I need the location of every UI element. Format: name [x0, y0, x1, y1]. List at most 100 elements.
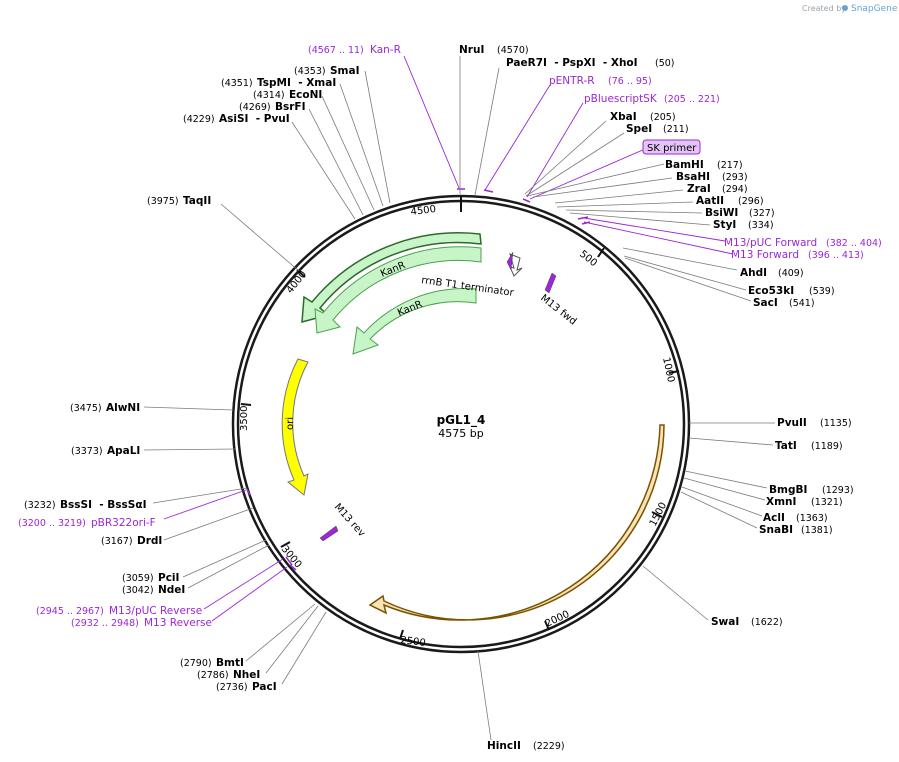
snapgene-logo-icon [842, 5, 848, 11]
enzyme-xmni[interactable]: XmnI [766, 496, 796, 508]
rrnb-purple-arrow[interactable] [506, 251, 514, 271]
enzyme-bmti-pos: (2790) [180, 658, 212, 669]
enzyme-alwni[interactable]: AlwNI [106, 402, 140, 414]
enzyme-paer7i-pspxi-xhoi[interactable]: PaeR7I - PspXI - XhoI [506, 57, 638, 69]
primer-m13puc-reverse-range: (2945 .. 2967) [36, 606, 104, 617]
enzyme-bsiwi-pos: (327) [749, 208, 775, 219]
tick-label-1000: 1000 [660, 356, 676, 383]
enzyme-nrui[interactable]: NruI [459, 44, 484, 56]
enzyme-smai[interactable]: SmaI [330, 65, 360, 77]
primer-kanr-range: (4567 .. 11) [308, 45, 364, 56]
enzyme-bamhi-pos: (217) [717, 160, 743, 171]
enzyme-eco53ki-pos: (539) [809, 286, 835, 297]
m13-fwd-marker[interactable] [544, 272, 557, 294]
primer-pbluescriptsk-name[interactable]: pBluescriptSK [584, 93, 658, 105]
enzyme-ahdi-pos: (409) [778, 268, 804, 279]
primer-m13-reverse-name[interactable]: M13 Reverse [144, 617, 212, 629]
primer-pentr-r-range: (76 .. 95) [608, 76, 652, 87]
kanr-feature-third[interactable] [352, 288, 477, 355]
enzyme-bmgbi-pos: (1293) [822, 485, 854, 496]
tick-label-4500: 4500 [410, 204, 437, 218]
credit-prefix: Created by [802, 4, 846, 13]
enzyme-pcii-pos: (3059) [122, 573, 154, 584]
enzyme-bsssi-pos: (3232) [24, 500, 56, 511]
enzyme-taqii[interactable]: TaqII [183, 195, 211, 207]
enzyme-styi[interactable]: StyI [713, 219, 736, 231]
enzyme-ndei-pos: (3042) [122, 585, 154, 596]
enzyme-xbai[interactable]: XbaI [610, 111, 637, 123]
enzyme-snabi[interactable]: SnaBI [759, 524, 793, 536]
sk-primer-badge[interactable] [642, 139, 701, 155]
ori-feature[interactable] [281, 358, 309, 496]
enzyme-tspmi-pos: (4351) [221, 78, 253, 89]
enzyme-bsrfi-pos: (4269) [239, 102, 271, 113]
orange-feature[interactable] [368, 424, 665, 621]
rrnb-terminator-marker[interactable] [509, 253, 523, 277]
enzyme-spei[interactable]: SpeI [626, 123, 652, 135]
enzyme-bamhi[interactable]: BamHI [665, 159, 704, 171]
enzyme-styi-pos: (334) [748, 220, 774, 231]
enzyme-paci[interactable]: PacI [252, 681, 277, 693]
enzyme-smai-pos: (4353) [294, 66, 326, 77]
enzyme-asisi-pos: (4229) [183, 114, 215, 125]
primer-m13-reverse-range: (2932 .. 2948) [71, 618, 139, 629]
enzyme-aatii[interactable]: AatII [696, 195, 724, 207]
enzyme-paci-pos: (2736) [216, 682, 248, 693]
primer-kanr-name[interactable]: Kan-R [370, 44, 401, 56]
kanr-feature-inner[interactable] [314, 246, 482, 334]
tick-label-500: 500 [577, 249, 599, 269]
enzyme-hincii[interactable]: HincII [487, 740, 521, 752]
primer-m13puc-reverse-name[interactable]: M13/pUC Reverse [109, 605, 202, 617]
enzyme-lines [143, 56, 775, 741]
enzyme-acli-pos: (1363) [796, 513, 828, 524]
enzyme-xbai-pos: (205) [650, 112, 676, 123]
scale-ticks [240, 196, 680, 640]
enzyme-eco53ki[interactable]: Eco53kI [748, 285, 794, 297]
plasmid-name: pGL1_4 [437, 413, 486, 428]
enzyme-bsssi-bsssai[interactable]: BssSI - BssSαI [60, 499, 146, 511]
enzyme-bsrfi[interactable]: BsrFI [275, 101, 306, 113]
enzyme-pvuii[interactable]: PvuII [777, 417, 807, 429]
enzyme-bmti[interactable]: BmtI [216, 657, 244, 669]
primer-m13-forward-name[interactable]: M13 Forward [731, 249, 799, 261]
enzyme-saci-pos: (541) [789, 298, 815, 309]
primer-lines [163, 55, 734, 622]
enzyme-pcii[interactable]: PciI [158, 572, 179, 584]
enzyme-zrai[interactable]: ZraI [687, 183, 711, 195]
enzyme-apali-pos: (3373) [71, 446, 103, 457]
enzyme-drdi[interactable]: DrdI [137, 535, 162, 547]
primer-m13puc-forward-range: (382 .. 404) [826, 238, 882, 249]
enzyme-bsahi[interactable]: BsaHI [676, 171, 710, 183]
enzyme-drdi-pos: (3167) [101, 536, 133, 547]
enzyme-econi[interactable]: EcoNI [289, 89, 322, 101]
enzyme-bsiwi[interactable]: BsiWI [705, 207, 738, 219]
primer-pbr322ori-f-range: (3200 .. 3219) [18, 518, 86, 529]
primer-pbr322ori-f-name[interactable]: pBR322ori-F [91, 517, 156, 529]
enzyme-tspmi-xmai[interactable]: TspMI - XmaI [257, 77, 336, 89]
enzyme-spei-pos: (211) [663, 124, 689, 135]
kanr-label-outer: KanR [379, 260, 407, 280]
primer-m13puc-forward-name[interactable]: M13/pUC Forward [724, 237, 817, 249]
enzyme-acli[interactable]: AclI [763, 512, 785, 524]
enzyme-tati-pos: (1189) [811, 441, 843, 452]
enzyme-aatii-pos: (296) [738, 196, 764, 207]
enzyme-bmgbi[interactable]: BmgBI [769, 484, 807, 496]
enzyme-paer7i-pos: (50) [655, 58, 675, 69]
kanr-label-inner: KanR [396, 299, 424, 319]
enzyme-ndei[interactable]: NdeI [158, 584, 185, 596]
enzyme-ahdi[interactable]: AhdI [740, 267, 767, 279]
enzyme-pvuii-pos: (1135) [820, 418, 852, 429]
enzyme-saci[interactable]: SacI [753, 297, 778, 309]
enzyme-asisi-pvui[interactable]: AsiSI - PvuI [219, 113, 290, 125]
enzyme-apali[interactable]: ApaLI [107, 445, 140, 457]
enzyme-swai[interactable]: SwaI [711, 616, 739, 628]
enzyme-bsahi-pos: (293) [722, 172, 748, 183]
credit-brand: SnapGene [851, 4, 898, 14]
enzyme-nhei[interactable]: NheI [233, 669, 260, 681]
m13-fwd-label: M13 fwd [538, 293, 578, 328]
primer-pentr-r-name[interactable]: pENTR-R [549, 75, 595, 87]
enzyme-tati[interactable]: TatI [775, 440, 797, 452]
m13-rev-marker[interactable] [319, 525, 339, 542]
enzyme-zrai-pos: (294) [722, 184, 748, 195]
